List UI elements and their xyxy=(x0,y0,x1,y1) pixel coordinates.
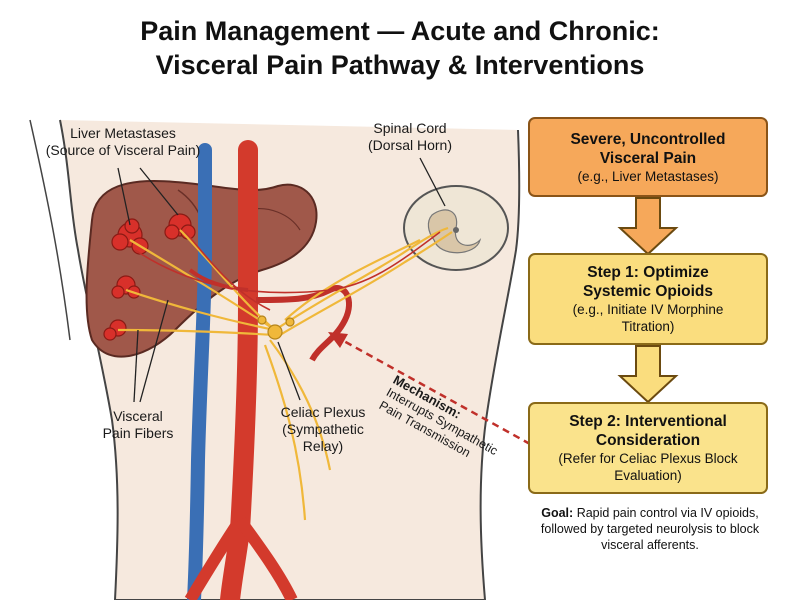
flow-arrow-2 xyxy=(617,345,679,404)
flow-box-step-2: Step 2: Interventional Consideration (Re… xyxy=(528,402,768,494)
celiac-plexus-ganglion xyxy=(257,315,295,340)
goal-text: Rapid pain control via IV opioids, follo… xyxy=(540,506,760,552)
vena-cava xyxy=(187,143,212,600)
goal-note: Goal: Rapid pain control via IV opioids,… xyxy=(520,505,780,553)
metastasis-nodules xyxy=(103,213,196,341)
mechanism-dashed-arrow xyxy=(328,332,531,446)
celiac-trunk xyxy=(255,285,352,362)
label-liver-metastases: Liver Metastases (Source of Visceral Pai… xyxy=(45,125,201,158)
flow-arrow-1 xyxy=(617,197,679,256)
flow-box-severe-pain: Severe, Uncontrolled Visceral Pain (e.g.… xyxy=(528,117,768,197)
pain-signal-fibers xyxy=(134,231,441,311)
label-celiac-plexus: Celiac Plexus (Sympathetic Relay) xyxy=(280,404,366,454)
title-line-1: Pain Management — Acute and Chronic: xyxy=(140,16,660,46)
label-visceral-pain-fibers: Visceral Pain Fibers xyxy=(102,408,174,441)
visceral-fibers-pointers xyxy=(133,299,169,403)
spinal-cord-pointer xyxy=(419,157,446,207)
flow-box-step-1: Step 1: Optimize Systemic Opioids (e.g.,… xyxy=(528,253,768,345)
iliac-artery-right xyxy=(235,516,298,600)
iliac-artery-left xyxy=(184,516,245,600)
title-line-2: Visceral Pain Pathway & Interventions xyxy=(155,50,645,80)
label-spinal-cord: Spinal Cord (Dorsal Horn) xyxy=(367,120,452,153)
torso-left-contour xyxy=(29,119,71,341)
spinal-cord-cross-section xyxy=(403,185,509,271)
aorta xyxy=(220,140,258,600)
liver-metastases-pointers xyxy=(117,167,179,226)
page-title: Pain Management — Acute and Chronic: Vis… xyxy=(0,14,800,82)
celiac-plexus-pointer xyxy=(277,341,301,401)
goal-label: Goal: xyxy=(541,506,574,520)
